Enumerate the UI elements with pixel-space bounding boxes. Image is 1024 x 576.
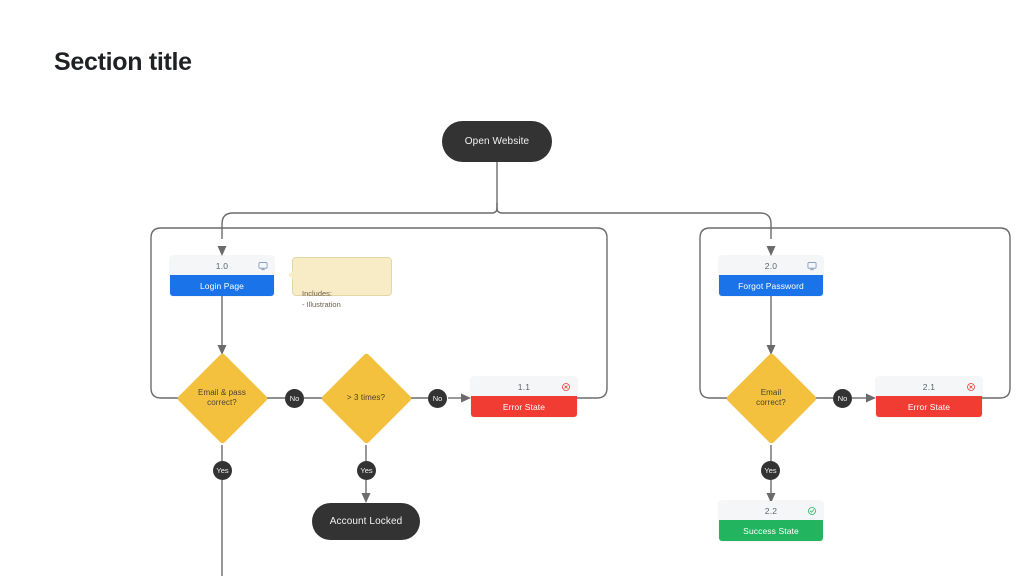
arrowhead-error1 [461,393,471,403]
card-login-page-body: Login Page [170,275,274,296]
card-forgot-password-header: 2.0 [719,256,823,275]
monitor-icon [258,261,268,270]
node-start-label: Open Website [464,136,530,147]
edge-label-decision2-no-text: No [432,394,443,403]
check-circle-icon [808,506,816,515]
decision-email-correct[interactable]: Email correct? [725,352,817,444]
card-error-state-1-1-header: 1.1 [471,377,577,396]
decision-email-pass-correct[interactable]: Email & pass correct? [176,352,268,444]
error-circle-icon [967,382,975,391]
card-forgot-password-id: 2.0 [764,260,778,271]
card-error-state-1-1[interactable]: 1.1 Error State [471,377,577,417]
node-start-open-website[interactable]: Open Website [442,121,552,162]
edge-split-left [221,203,498,239]
edge-label-decision2-yes: Yes [357,461,376,480]
card-success-state-2-2[interactable]: 2.2 Success State [719,501,823,541]
card-error-state-1-1-label: Error State [502,401,546,412]
arrowhead-account-locked [361,493,371,503]
card-login-page-label: Login Page [199,280,244,291]
note-login-includes-text: Includes: - Illustration [302,288,341,309]
card-forgot-password[interactable]: 2.0 Forgot Password [719,256,823,296]
card-forgot-password-label: Forgot Password [738,280,804,291]
edge-label-decision2-no: No [428,389,447,408]
decision-attempts-over-three-label: > 3 times? [346,393,386,402]
decision-email-correct-label: Email correct? [756,388,786,407]
note-login-includes: Includes: - Illustration [287,257,392,309]
note-tail [287,269,294,281]
card-error-state-2-1-header: 2.1 [876,377,982,396]
edge-label-decision-email-no-text: No [837,394,848,403]
card-error-state-1-1-body: Error State [471,396,577,417]
card-forgot-password-body: Forgot Password [719,275,823,296]
edge-label-decision2-yes-text: Yes [360,466,373,475]
edge-label-decision-email-no: No [833,389,852,408]
card-login-page-header: 1.0 [170,256,274,275]
edge-split-right [496,203,772,239]
edge-label-decision1-no: No [285,389,304,408]
card-success-state-2-2-label: Success State [743,525,799,536]
error-circle-icon [562,382,570,391]
edge-label-decision1-yes-text: Yes [216,466,229,475]
card-error-state-1-1-id: 1.1 [517,381,531,392]
arrowhead-error2 [866,393,876,403]
card-login-page[interactable]: 1.0 Login Page [170,256,274,296]
card-error-state-2-1-label: Error State [907,401,951,412]
decision-attempts-over-three[interactable]: > 3 times? [320,352,412,444]
card-success-state-2-2-body: Success State [719,520,823,541]
monitor-icon [807,261,817,270]
edge-label-decision1-yes: Yes [213,461,232,480]
arrowhead-to-login-card [217,246,227,256]
card-error-state-2-1[interactable]: 2.1 Error State [876,377,982,417]
card-success-state-2-2-id: 2.2 [764,505,778,516]
node-end-account-locked[interactable]: Account Locked [312,503,420,540]
card-error-state-2-1-id: 2.1 [922,381,936,392]
card-error-state-2-1-body: Error State [876,396,982,417]
arrowhead-to-forgot-card [766,246,776,256]
page-title: Section title [54,48,192,76]
node-end-account-locked-label: Account Locked [329,516,403,527]
card-success-state-2-2-header: 2.2 [719,501,823,520]
decision-email-pass-correct-label: Email & pass correct? [198,388,246,407]
edge-label-decision-email-yes-text: Yes [764,466,777,475]
edge-label-decision-email-yes: Yes [761,461,780,480]
card-login-page-id: 1.0 [215,260,229,271]
edge-label-decision1-no-text: No [289,394,300,403]
